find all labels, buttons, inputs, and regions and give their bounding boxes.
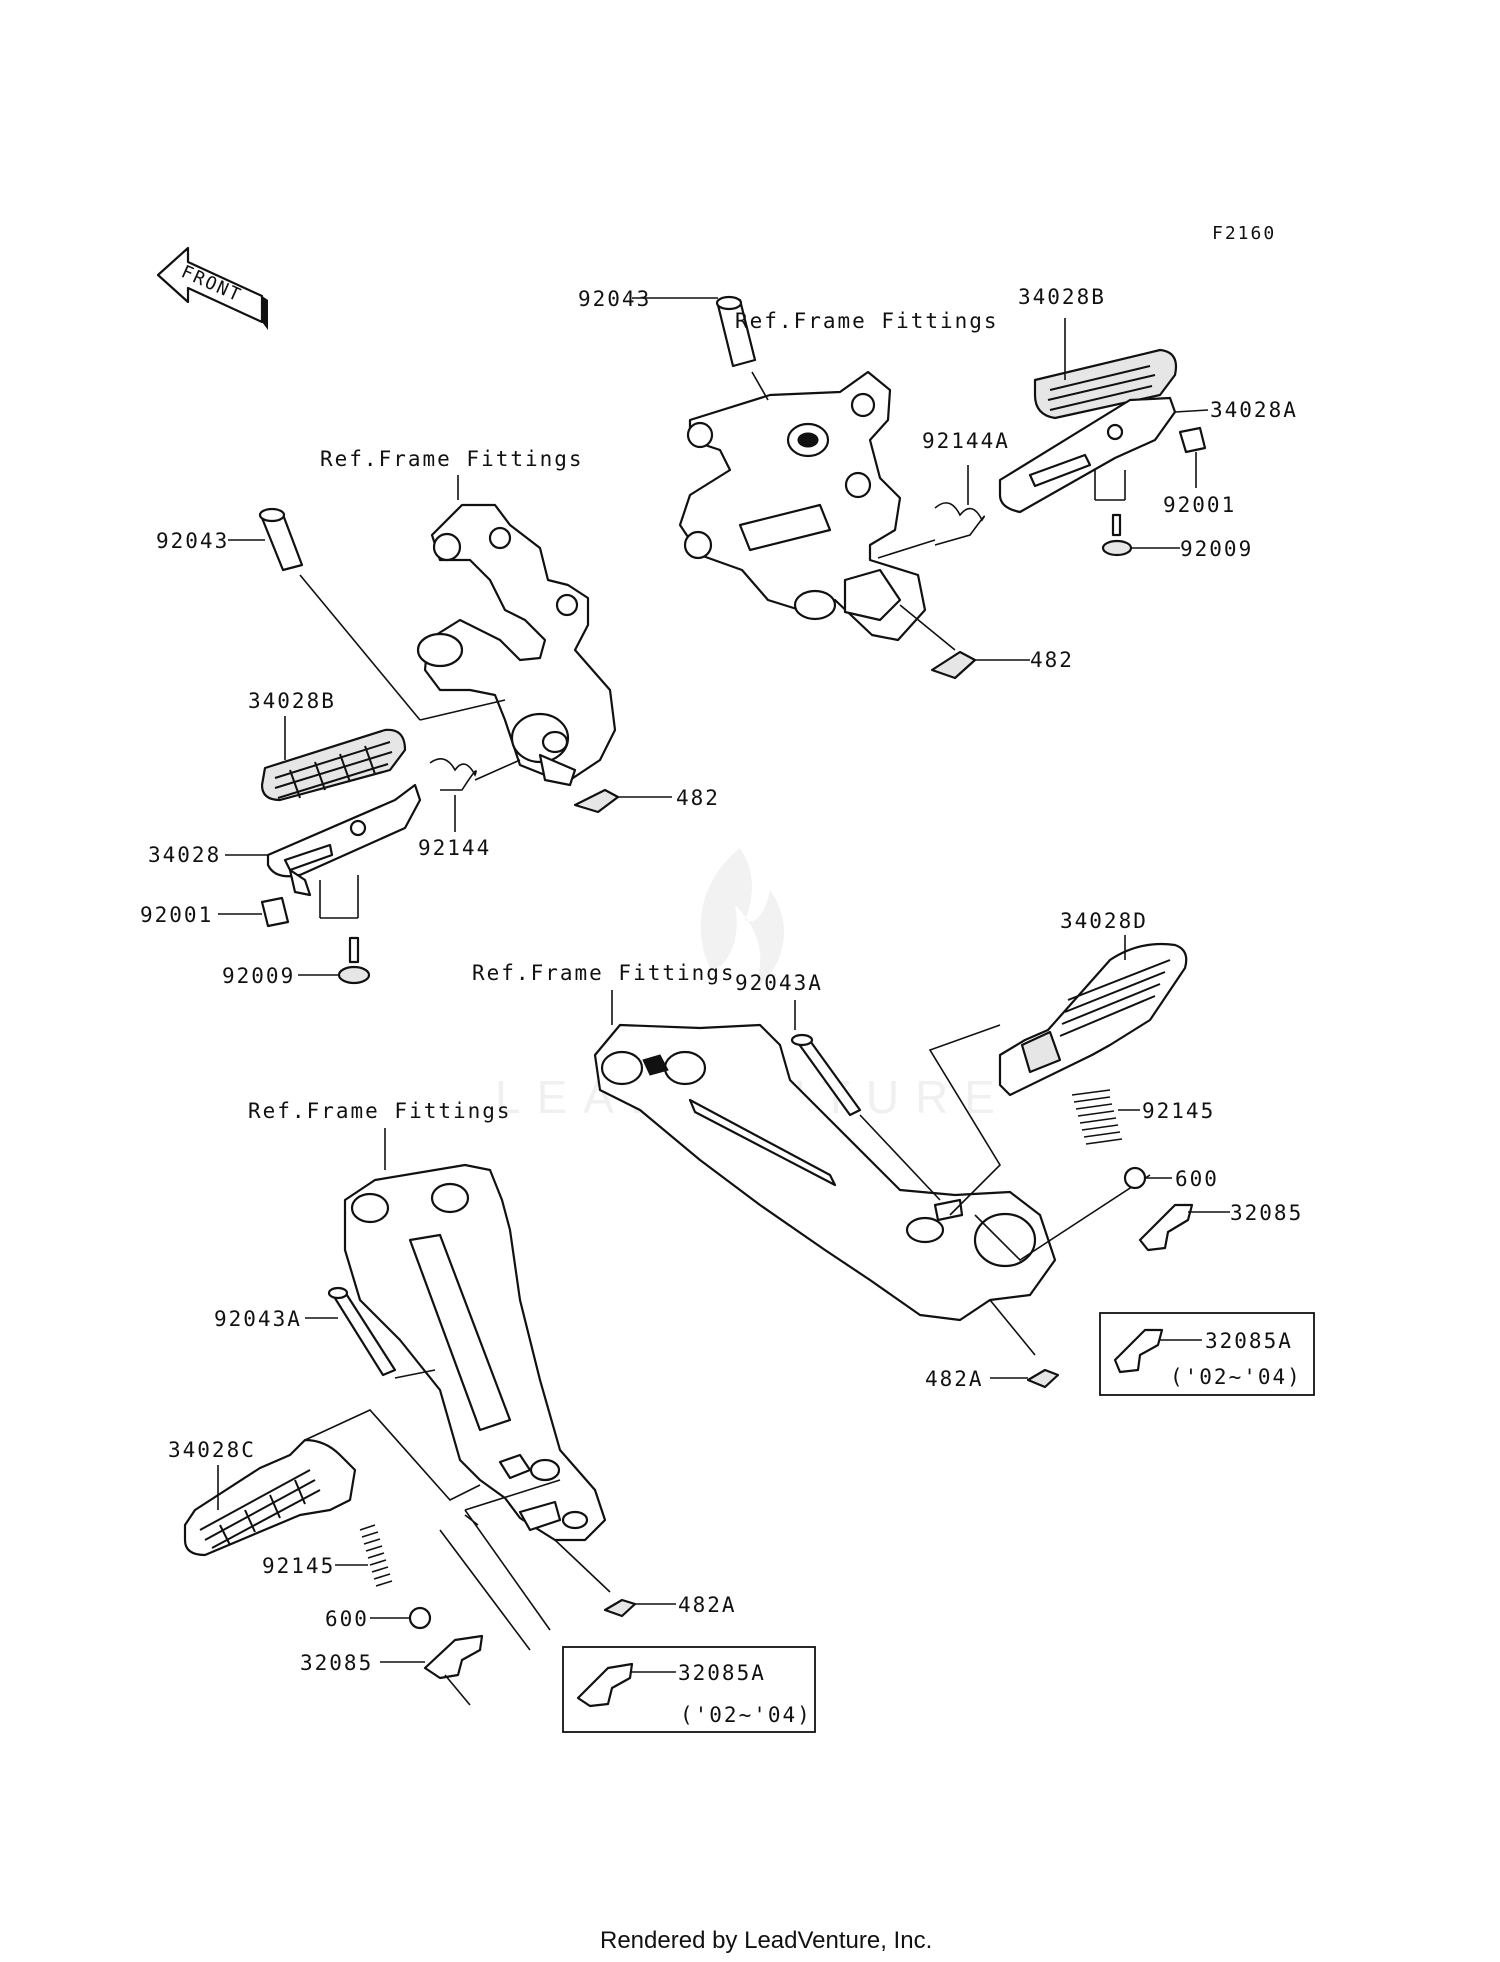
ref-frame-top-right: Ref.Frame Fittings — [735, 309, 999, 333]
frame-bracket-top-left — [423, 503, 617, 782]
bottom-left-assembly: Ref.Frame Fittings 92043A 34 — [168, 1099, 816, 1733]
ball-600-bottom-left — [370, 1606, 432, 1630]
ref-frame-top-left: Ref.Frame Fittings — [320, 447, 584, 471]
washer-482-top-right — [899, 604, 1030, 680]
step-34028-top-left — [266, 783, 422, 897]
spring-92144A-top-right — [934, 465, 986, 546]
stopper-32085A-bottom-left — [576, 1662, 676, 1708]
step-34028C-bottom-left — [183, 1438, 357, 1557]
label-92043A-bottom-right: 92043A — [735, 971, 823, 995]
label-32085-bottom-left: 32085 — [300, 1651, 373, 1675]
label-92043A-bottom-left: 92043A — [214, 1307, 302, 1331]
bolt-92009-top-right — [1094, 470, 1180, 557]
label-600-bottom-right: 600 — [1175, 1167, 1219, 1191]
label-34028D-bottom-right: 34028D — [1060, 909, 1148, 933]
step-34028D-bottom-right — [998, 942, 1188, 1097]
alt-part-box-bottom-right — [1099, 1312, 1315, 1396]
label-32085A-bottom-left: 32085A — [678, 1661, 766, 1685]
label-34028-top-left: 34028 — [148, 843, 221, 867]
alt-part-box-bottom-left — [562, 1646, 816, 1733]
label-34028B-top-right: 34028B — [1018, 285, 1106, 309]
label-92043-top-left: 92043 — [156, 529, 229, 553]
pin-92043-top-left — [258, 507, 506, 721]
stopper-32085-bottom-right — [1138, 1203, 1230, 1252]
years-note-bottom-right: ('02~'04) — [1170, 1365, 1302, 1389]
bolt-92009-top-left — [298, 875, 371, 985]
step-rubber-34028B-top-right — [1033, 348, 1178, 420]
ball-600-bottom-right — [1123, 1166, 1172, 1190]
pin-92043-top-right — [715, 295, 769, 401]
label-34028A-top-right: 34028A — [1210, 398, 1298, 422]
front-arrow-icon: FRONT — [156, 246, 268, 330]
label-92001-top-left: 92001 — [140, 903, 213, 927]
stopper-32085-bottom-left — [380, 1529, 531, 1706]
label-92009-top-left: 92009 — [222, 964, 295, 988]
step-rubber-34028B-top-left — [260, 728, 407, 802]
footer-credit: Rendered by LeadVenture, Inc. — [600, 1927, 932, 1954]
label-32085-bottom-right: 32085 — [1230, 1201, 1303, 1225]
spring-92145-bottom-right — [1071, 1089, 1140, 1145]
bolt-92001-top-left — [218, 896, 290, 928]
label-92009-top-right: 92009 — [1180, 537, 1253, 561]
label-92145-bottom-left: 92145 — [262, 1554, 335, 1578]
label-92144A-top-right: 92144A — [922, 429, 1010, 453]
ref-frame-bottom-left: Ref.Frame Fittings — [248, 1099, 512, 1123]
label-92144-top-left: 92144 — [418, 836, 491, 860]
stopper-32085A-bottom-right — [1113, 1328, 1202, 1374]
ref-frame-bottom-right: Ref.Frame Fittings — [472, 961, 736, 985]
bottom-right-assembly: Ref.Frame Fittings 92043A 34028D — [472, 909, 1315, 1396]
label-92145-bottom-right: 92145 — [1142, 1099, 1215, 1123]
top-left-assembly: Ref.Frame Fittings 92043 — [140, 447, 720, 988]
top-right-assembly: 92043 Ref.Frame Fittings 34028B 34028A 9… — [578, 285, 1298, 680]
spring-92145-bottom-left — [335, 1524, 393, 1587]
washer-482-top-left — [573, 788, 672, 814]
label-92001-top-right: 92001 — [1163, 493, 1236, 517]
washer-482A-bottom-right — [989, 1299, 1060, 1389]
step-34028A-top-right — [998, 396, 1177, 514]
label-600-bottom-left: 600 — [325, 1607, 369, 1631]
label-34028B-top-left: 34028B — [248, 689, 336, 713]
label-482A-bottom-left: 482A — [678, 1593, 737, 1617]
pin-92043A-bottom-right — [790, 1000, 941, 1201]
label-34028C-bottom-left: 34028C — [168, 1438, 256, 1462]
label-482-top-left: 482 — [676, 786, 720, 810]
spring-92144-top-left — [429, 758, 521, 832]
diagram-code: F2160 — [1212, 223, 1276, 244]
years-note-bottom-left: ('02~'04) — [680, 1703, 812, 1727]
washer-482A-bottom-left — [554, 1539, 676, 1618]
label-32085A-bottom-right: 32085A — [1205, 1329, 1293, 1353]
label-92043-top-right: 92043 — [578, 287, 651, 311]
pin-92043A-bottom-left — [327, 1286, 436, 1379]
label-482A-bottom-right: 482A — [925, 1367, 984, 1391]
frame-bracket-top-right — [678, 370, 927, 642]
bolt-92001-top-right — [1178, 426, 1207, 488]
label-482-top-right: 482 — [1030, 648, 1074, 672]
